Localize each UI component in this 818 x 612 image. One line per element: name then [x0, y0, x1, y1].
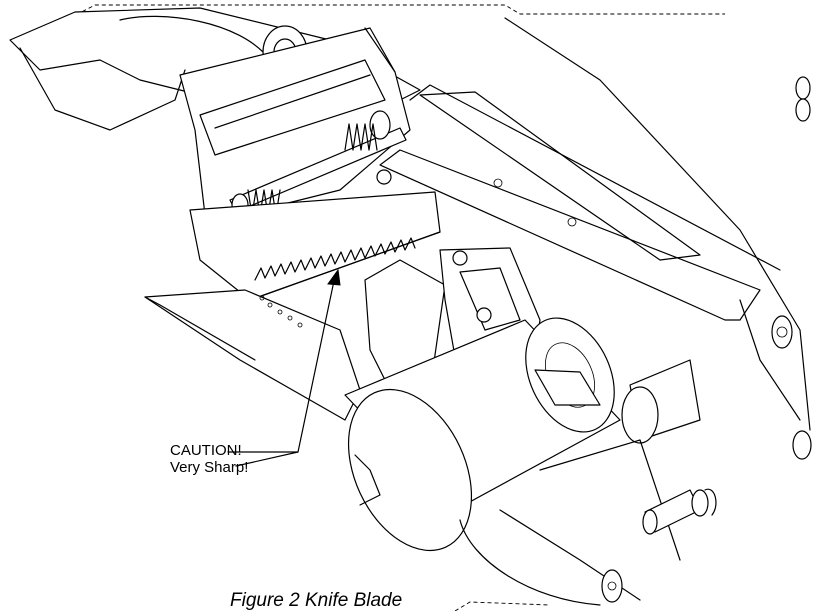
lever-frame [179, 27, 411, 216]
diagonal-arm [376, 84, 781, 321]
very-sharp-label: Very Sharp! [170, 459, 249, 476]
lower-frame [354, 439, 681, 606]
coil-spring-right [344, 123, 378, 151]
callout-arrowhead [327, 268, 341, 286]
pneumatic-fitting [642, 488, 717, 535]
guide-plate [144, 289, 361, 421]
caution-callout: CAUTION! Very Sharp! [170, 442, 248, 476]
caution-label: CAUTION! [170, 442, 242, 459]
callout-leader [227, 268, 341, 467]
figure-caption: Figure 2 Knife Blade [230, 590, 403, 611]
drum-cylinder [344, 317, 701, 552]
right-side-plate [504, 17, 812, 460]
serrated-edge [254, 237, 416, 281]
bottom-break-line [454, 601, 551, 611]
knife-blade [189, 191, 441, 301]
